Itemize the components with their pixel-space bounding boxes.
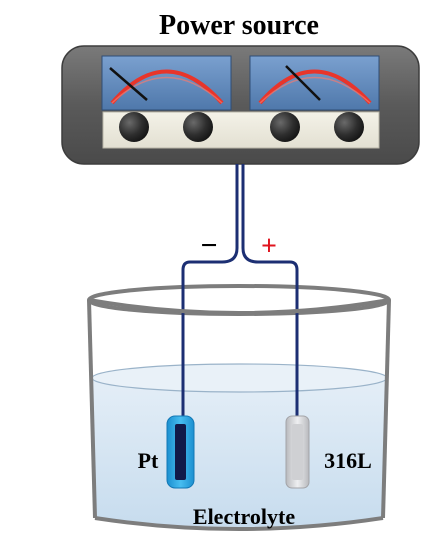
knob-4[interactable]	[334, 112, 364, 142]
beaker	[87, 298, 391, 531]
right-meter-arc	[258, 69, 372, 105]
wire-negative	[181, 164, 239, 420]
beaker-rim-back	[87, 284, 391, 316]
power-source-device	[61, 45, 420, 165]
right-meter	[249, 55, 380, 111]
control-panel	[102, 111, 380, 149]
electrolyte-label: Electrolyte	[193, 504, 295, 529]
left-meter-arc	[110, 69, 224, 105]
knob-1[interactable]	[119, 112, 149, 142]
steel-316l-label: 316L	[324, 448, 372, 473]
electrolyte-liquid	[91, 363, 388, 527]
wire-positive	[241, 164, 299, 420]
power-source-title: Power source	[159, 10, 319, 41]
pt-electrode	[166, 415, 195, 489]
steel-316l-electrode	[285, 415, 310, 489]
left-meter-needle	[109, 67, 148, 101]
right-meter-needle	[285, 65, 321, 101]
negative-sign: −	[200, 229, 217, 262]
left-meter	[101, 55, 232, 111]
positive-sign: +	[261, 231, 277, 262]
knob-2[interactable]	[183, 112, 213, 142]
knob-3[interactable]	[270, 112, 300, 142]
pt-label: Pt	[138, 448, 159, 473]
